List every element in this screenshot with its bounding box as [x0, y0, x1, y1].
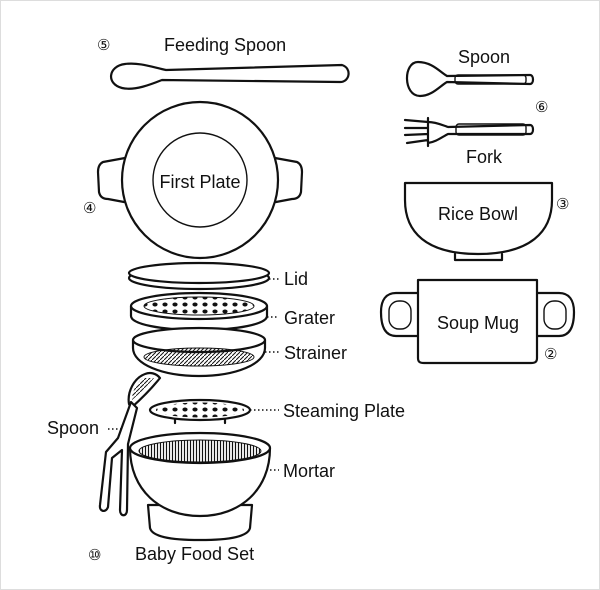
spoon-label: Spoon — [458, 47, 510, 67]
feeding-spoon: ⑤ Feeding Spoon — [97, 35, 350, 90]
rice-bowl-label: Rice Bowl — [438, 204, 518, 224]
rice-bowl-number: ③ — [556, 196, 569, 213]
spoon-fork-number: ⑥ — [535, 99, 548, 116]
spoon-part-label: Spoon — [47, 418, 99, 438]
steaming-plate-label: Steaming Plate — [283, 401, 405, 421]
baby-food-set-number: ⑩ — [88, 547, 101, 564]
strainer: Strainer — [131, 326, 347, 378]
first-plate-label: First Plate — [159, 172, 240, 192]
first-plate: ④ First Plate — [83, 100, 304, 260]
mortar-label: Mortar — [283, 461, 335, 481]
fork-label: Fork — [466, 147, 503, 167]
soup-mug-number: ② — [544, 346, 557, 363]
feeding-spoon-label: Feeding Spoon — [164, 35, 286, 55]
spoon-fork-set: Spoon ⑥ Fork — [403, 47, 548, 167]
feeding-spoon-number: ⑤ — [97, 37, 110, 54]
lid-label: Lid — [284, 269, 308, 289]
first-plate-number: ④ — [83, 200, 96, 217]
strainer-label: Strainer — [284, 343, 347, 363]
baby-food-set: Lid Grater Strainer Steaming Plate — [47, 261, 405, 564]
soup-mug-label: Soup Mug — [437, 313, 519, 333]
grater-label: Grater — [284, 308, 335, 328]
pestle-spoon: Spoon — [47, 371, 162, 517]
rice-bowl: Rice Bowl ③ — [403, 181, 569, 262]
lid: Lid — [127, 261, 308, 291]
steaming-plate: Steaming Plate — [148, 398, 405, 425]
mortar: Mortar — [128, 431, 335, 542]
baby-food-set-label: Baby Food Set — [135, 544, 254, 564]
grater: Grater — [129, 291, 335, 332]
soup-mug: Soup Mug ② — [379, 278, 576, 365]
